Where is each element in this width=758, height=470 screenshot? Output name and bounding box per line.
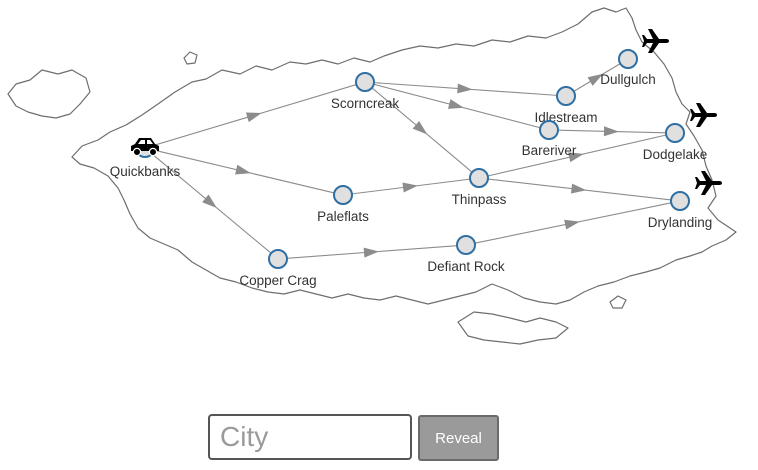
city-node[interactable] <box>618 49 638 69</box>
route-arrow-scorncreak-bareriver <box>447 99 464 109</box>
city-scorncreak[interactable]: Scorncreak <box>331 72 400 111</box>
south-island <box>457 311 569 345</box>
city-label: Paleflats <box>317 209 369 224</box>
city-node[interactable] <box>556 86 576 106</box>
city-label: Defiant Rock <box>427 259 505 274</box>
city-label: Copper Crag <box>239 273 316 288</box>
city-thinpass[interactable]: Thinpass <box>452 168 507 207</box>
car-wheel-left <box>132 147 142 157</box>
west-island <box>7 69 91 119</box>
route-arrow-bareriver-dodgelake <box>603 126 619 137</box>
map: QuickbanksScorncreakIdlestreamDullgulchB… <box>7 7 737 345</box>
cities: QuickbanksScorncreakIdlestreamDullgulchB… <box>110 49 713 288</box>
city-node[interactable] <box>469 168 489 188</box>
route-arrow-thinpass-dodgelake <box>568 152 584 163</box>
markers <box>131 29 722 195</box>
car-body <box>131 138 159 151</box>
main-island <box>71 7 737 305</box>
city-node[interactable] <box>665 123 685 143</box>
city-paleflats[interactable]: Paleflats <box>317 185 369 224</box>
city-input[interactable] <box>208 414 412 460</box>
airplane-icon <box>695 171 722 195</box>
small-island-2 <box>609 295 627 309</box>
city-node[interactable] <box>355 72 375 92</box>
city-defiant-rock[interactable]: Defiant Rock <box>427 235 505 274</box>
route-arrow-scorncreak-idlestream <box>457 83 473 94</box>
city-label: Bareriver <box>522 143 577 158</box>
car-wheel-right <box>148 147 158 157</box>
city-label: Quickbanks <box>110 164 181 179</box>
routes <box>151 63 672 259</box>
city-node[interactable] <box>539 120 559 140</box>
route-arrow-scorncreak-thinpass <box>412 121 428 135</box>
airplane-icon <box>690 103 717 127</box>
route-arrow-quickbanks-copper-crag <box>202 194 217 208</box>
city-node[interactable] <box>333 185 353 205</box>
city-node[interactable] <box>456 235 476 255</box>
city-label: Dullgulch <box>600 72 656 87</box>
city-label: Thinpass <box>452 192 507 207</box>
route-arrow-paleflats-thinpass <box>402 182 418 193</box>
route-arrow-thinpass-drylanding <box>570 183 587 194</box>
route-arrow-idlestream-dullgulch <box>587 73 604 86</box>
city-dullgulch[interactable]: Dullgulch <box>600 49 656 87</box>
city-drylanding[interactable]: Drylanding <box>648 191 713 230</box>
airplane-icon <box>642 29 669 53</box>
city-label: Scorncreak <box>331 96 400 111</box>
city-copper-crag[interactable]: Copper Crag <box>239 249 317 288</box>
city-node[interactable] <box>268 249 288 269</box>
route-arrow-quickbanks-paleflats <box>235 164 251 175</box>
car-icon <box>131 138 159 157</box>
route-arrow-quickbanks-scorncreak <box>245 112 262 123</box>
route-arrow-defiant-rock-drylanding <box>564 219 580 230</box>
car-window-left <box>138 140 145 144</box>
city-dodgelake[interactable]: Dodgelake <box>643 123 708 162</box>
city-label: Dodgelake <box>643 147 708 162</box>
small-island-1 <box>183 51 198 65</box>
city-node[interactable] <box>670 191 690 211</box>
route-arrow-copper-crag-defiant-rock <box>363 247 379 258</box>
reveal-button[interactable]: Reveal <box>418 415 499 461</box>
landmass <box>7 7 737 345</box>
city-bareriver[interactable]: Bareriver <box>522 120 577 158</box>
car-window-right <box>147 140 153 144</box>
city-label: Drylanding <box>648 215 713 230</box>
